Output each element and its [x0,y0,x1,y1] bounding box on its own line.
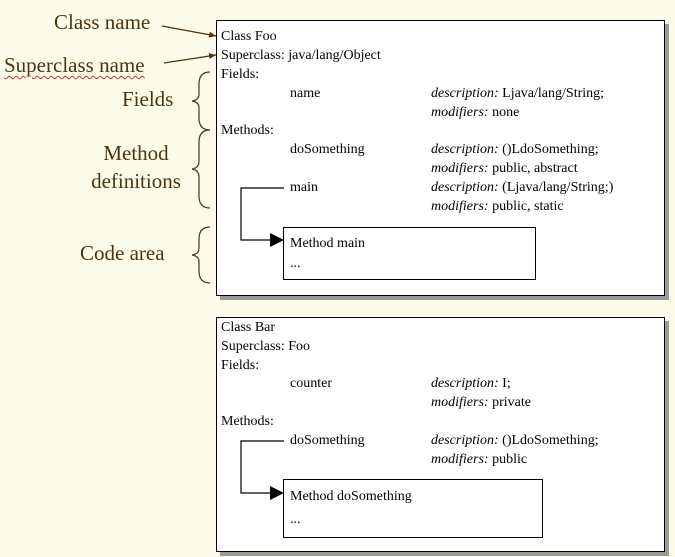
label-class-name: Class name [54,10,151,34]
foo-code-box [283,227,536,280]
bar-field-mod: modifiers: private [431,394,531,412]
desc-label: description: [431,142,499,157]
label-fields: Fields [122,87,174,111]
label-method-line1: Method [103,141,169,165]
field-mod-value: none [488,105,520,120]
foo-fields-heading: Fields: [221,67,260,82]
bar-class-line: Class Bar [221,320,276,335]
method2-desc-value: (Ljava/lang/String;) [498,180,614,195]
desc-label: description: [431,433,499,448]
mod-label: modifiers: [431,199,489,214]
class-name-arrow [161,25,217,38]
foo-method1-desc: description: ()LdoSomething; [431,141,599,159]
foo-class-line: Class Foo [221,29,277,44]
method1-mod-value: public, abstract [488,161,578,176]
mod-label: modifiers: [431,395,489,410]
field-desc-value: I; [498,376,511,391]
bar-field-name: counter [290,376,332,391]
foo-method2-mod: modifiers: public, static [431,198,564,216]
foo-method2-desc: description: (Ljava/lang/String;) [431,179,613,197]
bar-fields-heading: Fields: [221,358,260,373]
bar-code-box [283,479,543,538]
bar-code-title: Method doSomething [290,489,412,504]
foo-field-name: name [290,86,321,101]
method2-mod-value: public, static [488,199,564,214]
foo-methods-heading: Methods: [221,123,274,138]
foo-superclass-line: Superclass: java/lang/Object [221,48,381,63]
fields-brace [191,71,211,131]
foo-field-mod: modifiers: none [431,104,519,122]
bar-methods-heading: Methods: [221,414,274,429]
bar-code-body: ... [290,512,301,527]
methods-brace [191,129,211,209]
mod-label: modifiers: [431,452,489,467]
bar-field-desc: description: I; [431,375,511,393]
code-area-brace [191,226,211,284]
bar-method1-name: doSomething [290,433,365,448]
mod-label: modifiers: [431,105,489,120]
method1-desc-value: ()LdoSomething; [498,142,599,157]
label-method-definitions: Method definitions [80,139,192,195]
method1-desc-value: ()LdoSomething; [498,433,599,448]
desc-label: description: [431,376,499,391]
foo-method2-name: main [290,180,318,195]
field-mod-value: private [488,395,531,410]
label-superclass-name: Superclass name [4,53,145,77]
superclass-name-arrow [163,53,217,64]
bar-method1-desc: description: ()LdoSomething; [431,432,599,450]
label-method-line2: definitions [91,169,181,193]
label-code-area: Code area [80,241,165,265]
bar-superclass-line: Superclass: Foo [221,339,311,354]
method1-mod-value: public [488,452,528,467]
foo-field-desc: description: Ljava/lang/String; [431,85,604,103]
desc-label: description: [431,86,499,101]
foo-code-body: ... [290,256,301,271]
desc-label: description: [431,180,499,195]
foo-code-title: Method main [290,236,366,251]
field-desc-value: Ljava/lang/String; [498,86,605,101]
foo-method1-mod: modifiers: public, abstract [431,160,578,178]
foo-method1-name: doSomething [290,142,365,157]
bar-method1-mod: modifiers: public [431,451,527,469]
mod-label: modifiers: [431,161,489,176]
